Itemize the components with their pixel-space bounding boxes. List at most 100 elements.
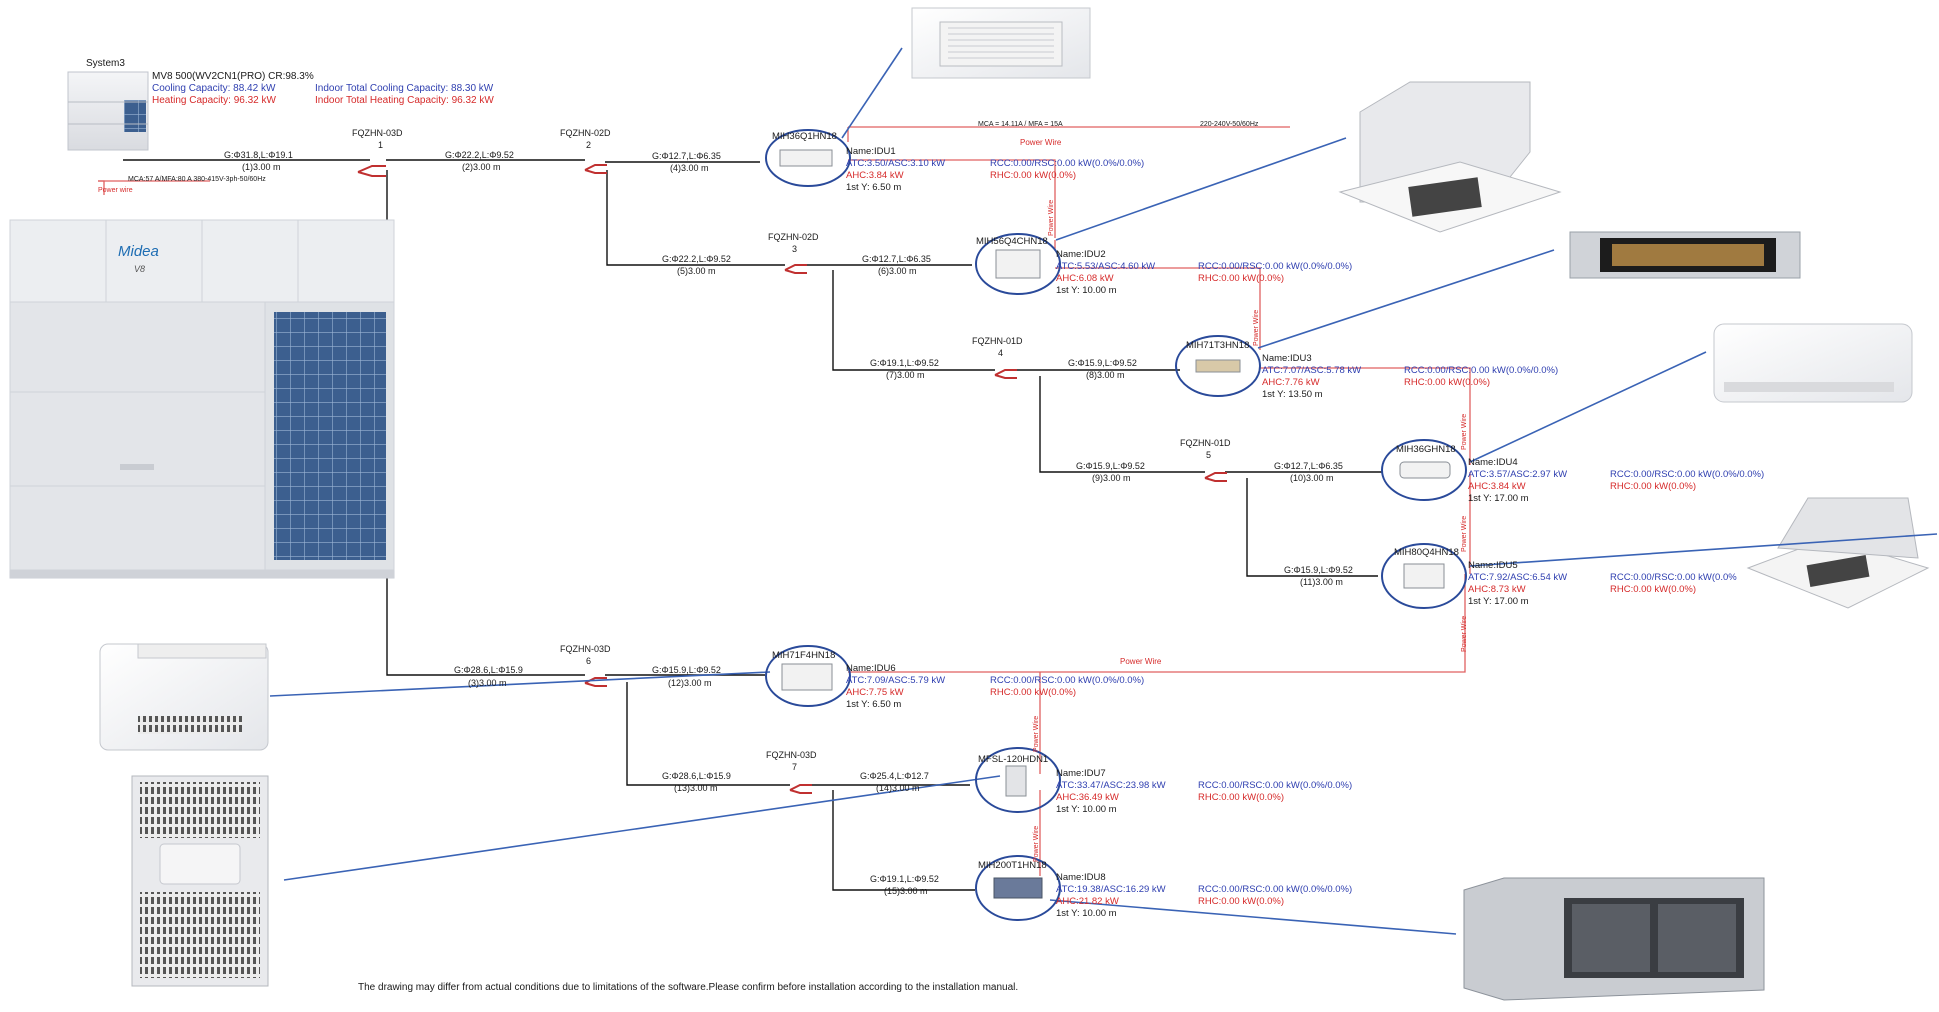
pipe-9-length: (9)3.00 m — [1092, 473, 1131, 483]
idu-8-atc: ATC:19.38/ASC:16.29 kW — [1056, 884, 1166, 895]
idu-5-ahc: AHC:8.73 kW — [1468, 584, 1526, 595]
pipe-8-length: (8)3.00 m — [1086, 370, 1125, 380]
joint-7-model: FQZHN-03D — [766, 750, 817, 760]
joint-2-model: FQZHN-02D — [560, 128, 611, 138]
idu-7-rcc: RCC:0.00/RSC:0.00 kW(0.0%/0.0%) — [1198, 780, 1352, 791]
idu-3-atc: ATC:7.07/ASC:5.78 kW — [1262, 365, 1361, 376]
branch-joints — [357, 164, 1227, 794]
idu-4-atc: ATC:3.57/ASC:2.97 kW — [1468, 469, 1567, 480]
idu-8-model: MIH200T1HN18 — [978, 860, 1047, 871]
idu-2-name: Name:IDU2 — [1056, 249, 1106, 260]
idu-5-model: MIH80Q4HN18 — [1394, 547, 1459, 558]
idu-5-label: MIH80Q4HN18 Name:IDU5 ATC:7.92/ASC:6.54 … — [1394, 547, 1737, 607]
power-wire-vlabel-1: Power Wire — [1048, 200, 1055, 236]
outdoor-unit-image: Midea V8 — [9, 219, 395, 579]
product-image-idu6 — [99, 643, 269, 751]
idu-5-atc: ATC:7.92/ASC:6.54 kW — [1468, 572, 1567, 583]
idu-1-name: Name:IDU1 — [846, 146, 896, 157]
idu-1-rcc: RCC:0.00/RSC:0.00 kW(0.0%/0.0%) — [990, 158, 1144, 169]
joint-7-num: 7 — [792, 762, 797, 772]
idu-5-rhc: RHC:0.00 kW(0.0%) — [1610, 584, 1696, 595]
heating-capacity: Heating Capacity: 96.32 kW — [152, 95, 277, 106]
joint-1-num: 1 — [378, 140, 383, 150]
branch-joint-2 — [584, 164, 607, 174]
cooling-capacity: Cooling Capacity: 88.42 kW — [152, 83, 276, 94]
pipe-7-spec: G:Φ19.1,L:Φ9.52 — [870, 358, 939, 368]
idu-6-atc: ATC:7.09/ASC:5.79 kW — [846, 675, 945, 686]
pipe-4-length: (4)3.00 m — [670, 163, 709, 173]
branch-joint-4 — [994, 369, 1017, 379]
joint-3-num: 3 — [792, 244, 797, 254]
pipe-13-spec: G:Φ28.6,L:Φ15.9 — [662, 771, 731, 781]
pipe-3-length: (3)3.00 m — [468, 678, 507, 688]
joint-labels: FQZHN-03D 1 FQZHN-02D 2 FQZHN-02D 3 FQZH… — [352, 128, 1231, 772]
idu-4-name: Name:IDU4 — [1468, 457, 1518, 468]
idu-3-rhc: RHC:0.00 kW(0.0%) — [1404, 377, 1490, 388]
odu-thumbnail — [67, 71, 149, 151]
idu-6-ahc: AHC:7.75 kW — [846, 687, 904, 698]
idu-1-atc: ATC:3.50/ASC:3.10 kW — [846, 158, 945, 169]
idu-4-label: MIH36GHN18 Name:IDU4 ATC:3.57/ASC:2.97 k… — [1396, 444, 1764, 504]
pipe-13-length: (13)3.00 m — [674, 783, 718, 793]
idu-6-model: MIH71F4HN18 — [772, 650, 835, 661]
power-wire-vlabel-5: Power Wire — [1461, 616, 1468, 652]
pipe-labels: G:Φ31.8,L:Φ19.1 (1)3.00 m G:Φ22.2,L:Φ9.5… — [224, 150, 1353, 896]
idu-7-first: 1st Y: 10.00 m — [1056, 804, 1117, 815]
joint-6-model: FQZHN-03D — [560, 644, 611, 654]
joint-1-model: FQZHN-03D — [352, 128, 403, 138]
idu-6-rhc: RHC:0.00 kW(0.0%) — [990, 687, 1076, 698]
idu-1-label: MIH36Q1HN18 Name:IDU1 ATC:3.50/ASC:3.10 … — [772, 131, 1144, 193]
idu-3-model: MIH71T3HN18 — [1186, 340, 1249, 351]
idu-4-rcc: RCC:0.00/RSC:0.00 kW(0.0%/0.0%) — [1610, 469, 1764, 480]
pipe-2-length: (2)3.00 m — [462, 162, 501, 172]
top-power-voltage: 220-240V-50/60Hz — [1200, 121, 1259, 128]
joint-6-num: 6 — [586, 656, 591, 666]
idu-1-first: 1st Y: 6.50 m — [846, 182, 901, 193]
idu-6-name: Name:IDU6 — [846, 663, 896, 674]
idu-2-ahc: AHC:6.08 kW — [1056, 273, 1114, 284]
idu-5-rcc: RCC:0.00/RSC:0.00 kW(0.0% — [1610, 572, 1737, 583]
pipe-3-spec: G:Φ28.6,L:Φ15.9 — [454, 665, 523, 675]
idu-5-name: Name:IDU5 — [1468, 560, 1518, 571]
power-wire-vlabel-6: Power Wire — [1033, 716, 1040, 752]
top-power-mca: MCA = 14.11A / MFA = 15A — [978, 121, 1063, 128]
system-name: System3 — [86, 58, 125, 69]
pipe-5-spec: G:Φ22.2,L:Φ9.52 — [662, 254, 731, 264]
pipe-12-length: (12)3.00 m — [668, 678, 712, 688]
unit-markers — [765, 129, 1467, 921]
pipe-14-spec: G:Φ25.4,L:Φ12.7 — [860, 771, 929, 781]
idu-8-name: Name:IDU8 — [1056, 872, 1106, 883]
pipe-1-spec: G:Φ31.8,L:Φ19.1 — [224, 150, 293, 160]
joint-5-num: 5 — [1206, 450, 1211, 460]
indoor-heating-capacity: Indoor Total Heating Capacity: 96.32 kW — [315, 95, 494, 106]
odu-power-spec: MCA:57 A/MFA:80 A 380-415V-3ph-50/60Hz — [128, 176, 266, 183]
idu-8-rcc: RCC:0.00/RSC:0.00 kW(0.0%/0.0%) — [1198, 884, 1352, 895]
odu-power-wire-label: Power wire — [98, 187, 133, 194]
idu-6-power-wire: Power Wire — [1120, 657, 1162, 666]
system-model: MV8 500(WV2CN1(PRO) CR:98.3% — [152, 71, 314, 82]
product-image-idu1 — [911, 7, 1091, 79]
product-image-idu3 — [1569, 231, 1801, 279]
odu-series: V8 — [134, 264, 145, 274]
power-wire-vlabel-2: Power Wire — [1253, 310, 1260, 346]
product-image-idu5 — [1746, 497, 1930, 609]
pipe-4-spec: G:Φ12.7,L:Φ6.35 — [652, 151, 721, 161]
vertical-power-labels: Power Wire Power Wire Power Wire Power W… — [1033, 200, 1468, 862]
idu-7-model: MFSL-120HDN1 — [978, 754, 1048, 765]
idu-7-rhc: RHC:0.00 kW(0.0%) — [1198, 792, 1284, 803]
idu-6-rcc: RCC:0.00/RSC:0.00 kW(0.0%/0.0%) — [990, 675, 1144, 686]
disclaimer: The drawing may differ from actual condi… — [358, 982, 1018, 993]
product-image-idu2 — [1338, 81, 1562, 233]
idu-4-first: 1st Y: 17.00 m — [1468, 493, 1529, 504]
joint-4-num: 4 — [998, 348, 1003, 358]
idu-2-atc: ATC:5.53/ASC:4.60 kW — [1056, 261, 1155, 272]
idu-8-label: MIH200T1HN18 Name:IDU8 ATC:19.38/ASC:16.… — [978, 860, 1352, 919]
joint-4-model: FQZHN-01D — [972, 336, 1023, 346]
leader-lines — [269, 47, 1938, 935]
pipe-9-spec: G:Φ15.9,L:Φ9.52 — [1076, 461, 1145, 471]
idu-4-ahc: AHC:3.84 kW — [1468, 481, 1526, 492]
idu-7-label: MFSL-120HDN1 Name:IDU7 ATC:33.47/ASC:23.… — [978, 754, 1352, 815]
product-image-idu4 — [1713, 323, 1913, 403]
idu-4-rhc: RHC:0.00 kW(0.0%) — [1610, 481, 1696, 492]
